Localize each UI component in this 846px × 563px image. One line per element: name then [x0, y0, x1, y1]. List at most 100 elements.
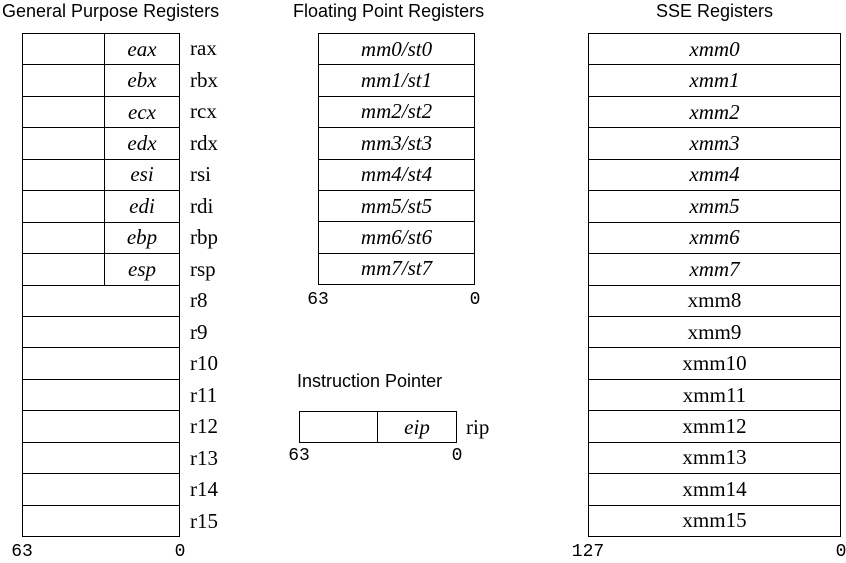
- gpr-register-name: rdx: [190, 130, 218, 155]
- gpr-register-cell: [23, 286, 179, 316]
- gpr-bit-low: 0: [174, 542, 186, 562]
- fpu-row: mm3/st3: [319, 128, 474, 160]
- gpr-subregister-label: eax: [127, 36, 157, 61]
- sse-row: xmm4: [589, 160, 840, 192]
- fpu-register-label: mm3/st3: [360, 130, 433, 155]
- ip-box: eip: [299, 411, 457, 443]
- sse-register-label: xmm5: [689, 193, 740, 218]
- fpu-row: mm4/st4: [319, 160, 474, 191]
- gpr-register-name: rsp: [190, 256, 216, 281]
- gpr-row: [23, 474, 179, 506]
- gpr-subregister-label: esi: [130, 162, 154, 187]
- ip-bit-high: 63: [288, 446, 310, 466]
- sse-register-label: xmm9: [687, 319, 742, 344]
- gpr-row: [23, 317, 179, 349]
- sse-row: xmm14: [589, 474, 840, 506]
- sse-row: xmm9: [589, 317, 840, 349]
- ip-upper-half-cell: [300, 412, 378, 442]
- gpr-register-name: rbx: [190, 67, 218, 92]
- gpr-row: [23, 411, 179, 443]
- gpr-register-cell: [23, 506, 179, 536]
- gpr-upper-half-cell: [23, 34, 105, 65]
- sse-register-label: xmm1: [689, 68, 740, 93]
- fpu-register-label: mm6/st6: [360, 224, 433, 249]
- gpr-row: edx: [23, 128, 179, 160]
- gpr-register-name: r15: [190, 508, 218, 533]
- sse-register-label: xmm4: [689, 162, 740, 187]
- sse-title: SSE Registers: [655, 1, 774, 21]
- gpr-bit-high: 63: [11, 542, 33, 562]
- gpr-title: General Purpose Registers: [2, 1, 220, 21]
- sse-row: xmm11: [589, 380, 840, 412]
- gpr-subregister-label: edx: [127, 131, 157, 156]
- sse-row: xmm1: [589, 65, 840, 97]
- ip-subregister-label: eip: [404, 414, 430, 439]
- gpr-row: [23, 348, 179, 380]
- fpu-row: mm0/st0: [319, 34, 474, 66]
- fpu-table: mm0/st0 mm1/st1 mm2/st2 mm3/st3 mm4/st4 …: [318, 33, 475, 285]
- gpr-register-name: r11: [190, 382, 218, 407]
- gpr-register-name: r8: [190, 288, 208, 313]
- sse-row: xmm2: [589, 97, 840, 129]
- fpu-title: Floating Point Registers: [293, 1, 485, 21]
- fpu-row: mm5/st5: [319, 191, 474, 223]
- gpr-row: ebx: [23, 65, 179, 97]
- gpr-subregister-label: edi: [129, 193, 155, 218]
- gpr-register-name: r14: [190, 477, 218, 502]
- gpr-subregister-label: ebx: [127, 68, 157, 93]
- sse-row: xmm8: [589, 286, 840, 317]
- gpr-row: ecx: [23, 96, 179, 129]
- ip-row: eip: [300, 412, 456, 442]
- gpr-upper-half-cell: [23, 65, 105, 96]
- fpu-register-label: mm1/st1: [360, 68, 433, 93]
- fpu-register-label: mm7/st7: [360, 256, 433, 281]
- gpr-register-name: r12: [190, 414, 218, 439]
- sse-row: xmm7: [589, 254, 840, 286]
- gpr-register-cell: [23, 380, 179, 410]
- ip-title: Instruction Pointer: [297, 371, 443, 391]
- gpr-register-name: rax: [190, 36, 217, 61]
- sse-register-label: xmm14: [682, 476, 747, 501]
- gpr-subregister-label: ebp: [126, 225, 158, 250]
- gpr-subregister-label: ecx: [128, 99, 156, 124]
- ip-register-name: rip: [466, 414, 490, 439]
- gpr-upper-half-cell: [23, 191, 105, 222]
- gpr-upper-half-cell: [23, 254, 105, 285]
- gpr-subregister-label: esp: [128, 256, 156, 281]
- gpr-register-name: r9: [190, 319, 208, 344]
- sse-register-label: xmm11: [682, 382, 747, 407]
- sse-register-label: xmm6: [689, 225, 740, 250]
- sse-register-label: xmm15: [682, 508, 747, 533]
- sse-row: xmm15: [589, 506, 840, 536]
- gpr-row: [23, 380, 179, 412]
- sse-register-label: xmm7: [689, 256, 740, 281]
- sse-register-label: xmm13: [682, 445, 747, 470]
- gpr-register-name: r10: [190, 351, 218, 376]
- gpr-row: [23, 443, 179, 475]
- gpr-upper-half-cell: [23, 96, 105, 128]
- gpr-register-cell: [23, 317, 179, 347]
- sse-register-label: xmm2: [689, 99, 740, 124]
- gpr-upper-half-cell: [23, 159, 105, 191]
- fpu-register-label: mm0/st0: [360, 36, 433, 61]
- sse-row: xmm3: [589, 128, 840, 160]
- sse-row: xmm10: [589, 348, 840, 380]
- gpr-register-cell: [23, 348, 179, 378]
- gpr-register-name: rbp: [190, 225, 218, 250]
- gpr-row: eax: [23, 34, 179, 66]
- sse-register-label: xmm12: [682, 413, 747, 438]
- sse-table: xmm0 xmm1 xmm2 xmm3 xmm4 xmm5 xmm6 xmm7 …: [588, 33, 841, 537]
- sse-register-label: xmm10: [682, 351, 747, 376]
- fpu-bit-high: 63: [307, 290, 329, 310]
- gpr-register-name: rsi: [190, 162, 211, 187]
- gpr-table: eax ebx ecx edx esi edi ebp esp: [22, 33, 180, 537]
- gpr-register-names: rax rbx rcx rdx rsi rdi rbp rsp r8 r9 r1…: [190, 33, 250, 537]
- gpr-register-cell: [23, 443, 179, 473]
- fpu-register-label: mm2/st2: [360, 99, 433, 124]
- gpr-upper-half-cell: [23, 128, 105, 159]
- sse-register-label: xmm3: [689, 131, 740, 156]
- gpr-register-cell: [23, 474, 179, 504]
- sse-row: xmm13: [589, 443, 840, 475]
- gpr-row: ebp: [23, 222, 179, 255]
